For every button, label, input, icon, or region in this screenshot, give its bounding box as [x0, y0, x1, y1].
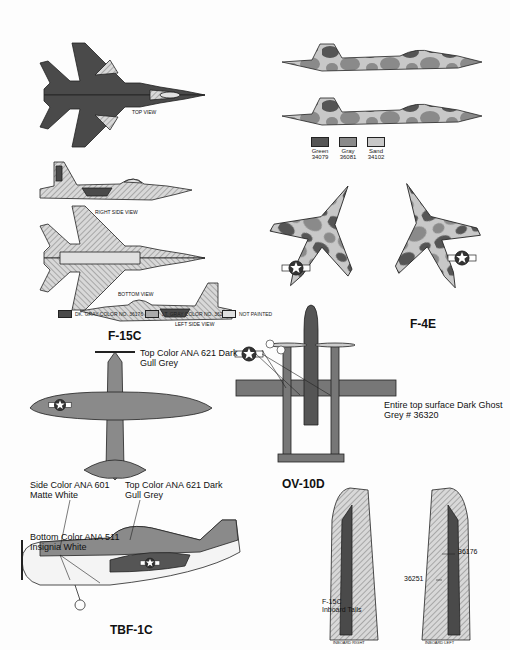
- aircraft-title: OV-10D: [282, 478, 325, 492]
- view-label: LEFT SIDE VIEW: [175, 322, 214, 328]
- legend-entry: NOT PAINTED: [222, 310, 272, 318]
- tail-caption: F-15C Inboard Tails: [322, 598, 367, 614]
- view-label: INBOARD RIGHT: [333, 641, 365, 646]
- callout-number: 36251: [404, 575, 423, 583]
- color-swatch: [311, 137, 329, 147]
- aircraft-title: F-4E: [410, 318, 436, 332]
- legend-entry: Green 34079: [306, 137, 334, 160]
- legend-entry: Gray 36081: [334, 137, 362, 160]
- legend-text: Green 34079: [306, 148, 334, 160]
- legend-text: Gray 36081: [334, 148, 362, 160]
- color-note: Bottom Color ANA 511 Insignia White: [30, 532, 120, 553]
- view-label: RIGHT SIDE VIEW: [95, 210, 138, 216]
- color-note: Top Color ANA 621 Dark Gull Grey: [140, 348, 240, 369]
- aircraft-title: TBF-1C: [110, 624, 153, 638]
- legend-entry: LT. GRAY COLOR NO. 36251: [145, 310, 228, 318]
- legend-text: DK. GRAY COLOR NO. 36176: [75, 311, 143, 317]
- color-swatch: [339, 137, 357, 147]
- legend-text: NOT PAINTED: [239, 311, 272, 317]
- view-label: TOP VIEW: [132, 110, 156, 116]
- view-label: INBOARD LEFT: [425, 641, 454, 646]
- color-swatch: [222, 310, 236, 318]
- color-note: Side Color ANA 601 Matte White: [30, 480, 120, 501]
- view-label: BOTTOM VIEW: [118, 292, 153, 298]
- color-swatch: [367, 137, 385, 147]
- legend-entry: DK. GRAY COLOR NO. 36176: [58, 310, 143, 318]
- aircraft-title: F-15C: [108, 330, 141, 344]
- color-note: Entire top surface Dark Ghost Grey # 363…: [384, 400, 504, 421]
- legend-text: LT. GRAY COLOR NO. 36251: [162, 311, 228, 317]
- callout-number: 36176: [458, 548, 477, 556]
- color-note: Top Color ANA 621 Dark Gull Grey: [125, 480, 225, 501]
- legend-text: Sand 34102: [362, 148, 390, 160]
- color-swatch: [145, 310, 159, 318]
- legend-entry: Sand 34102: [362, 137, 390, 160]
- color-swatch: [58, 310, 72, 318]
